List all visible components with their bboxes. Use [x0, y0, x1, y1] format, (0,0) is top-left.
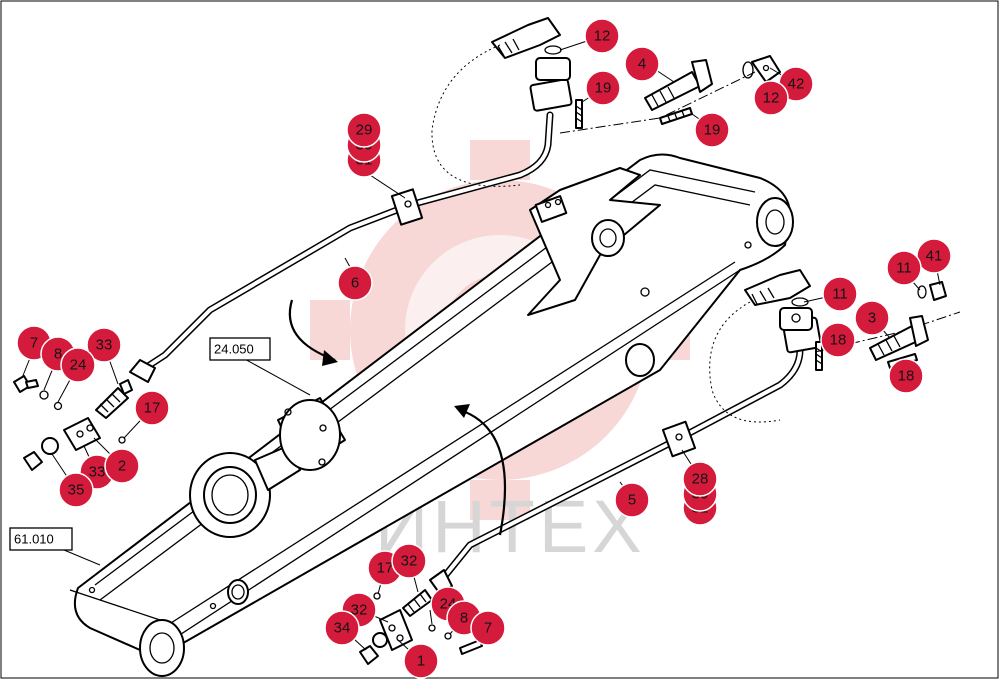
- callout-24: 24: [60, 347, 96, 383]
- svg-text:18: 18: [830, 332, 847, 349]
- callout-11: 11: [822, 276, 858, 312]
- callout-layer: 12 4 42 12 19 19 31 30 29 6 11 41 11 3 1…: [16, 18, 952, 679]
- callout-33: 33: [86, 327, 122, 363]
- svg-text:17: 17: [144, 400, 161, 417]
- svg-text:11: 11: [832, 286, 848, 303]
- callout-2: 2: [104, 448, 140, 484]
- callout-7-lower: 7: [470, 610, 506, 646]
- arm-cylinder-bracket: [527, 167, 661, 316]
- svg-text:7: 7: [484, 620, 492, 637]
- callout-11-right: 11: [886, 250, 922, 286]
- callout-19-right: 19: [694, 112, 730, 148]
- svg-text:8: 8: [54, 346, 62, 363]
- pipe-5: [429, 269, 823, 595]
- callout-41: 41: [916, 238, 952, 274]
- callout-3: 3: [854, 300, 890, 336]
- axis-line-bottom: [814, 311, 961, 353]
- callout-18: 18: [820, 322, 856, 358]
- svg-text:18: 18: [898, 368, 915, 385]
- callout-29: 29: [346, 112, 382, 148]
- svg-text:4: 4: [638, 56, 646, 73]
- callout-1: 1: [403, 643, 439, 679]
- callout-6: 6: [337, 265, 373, 301]
- svg-text:35: 35: [68, 482, 85, 499]
- svg-text:6: 6: [351, 275, 359, 292]
- callout-17: 17: [134, 390, 170, 426]
- callout-28: 28: [682, 461, 718, 497]
- callout-12-right: 12: [753, 80, 789, 116]
- svg-text:8: 8: [460, 610, 468, 627]
- svg-text:32: 32: [401, 553, 418, 570]
- pipe-6: [129, 17, 583, 383]
- direction-arrows: [288, 299, 507, 536]
- svg-text:7: 7: [30, 335, 38, 352]
- svg-text:3: 3: [868, 310, 876, 327]
- svg-text:33: 33: [96, 337, 113, 354]
- svg-text:2: 2: [118, 458, 126, 475]
- axis-line-top: [559, 71, 756, 134]
- callout-35: 35: [58, 472, 94, 508]
- reference-label-24050: 24.050: [214, 342, 254, 357]
- svg-text:1: 1: [417, 653, 425, 670]
- boom-cylinder-rod-end: [189, 397, 346, 538]
- callout-5: 5: [614, 482, 650, 518]
- svg-text:5: 5: [628, 492, 636, 509]
- svg-text:24: 24: [70, 357, 87, 374]
- reference-label-61010: 61.010: [14, 532, 54, 547]
- reference-24050: 24.050: [209, 337, 271, 361]
- left-fitting-group: [13, 375, 133, 471]
- svg-text:11: 11: [896, 260, 912, 277]
- callout-12: 12: [584, 18, 620, 54]
- svg-text:12: 12: [763, 90, 780, 107]
- svg-text:42: 42: [788, 76, 805, 93]
- svg-text:33: 33: [89, 464, 106, 481]
- svg-text:17: 17: [377, 560, 394, 577]
- svg-text:12: 12: [594, 28, 611, 45]
- svg-text:28: 28: [692, 471, 709, 488]
- callout-32: 32: [391, 543, 427, 579]
- svg-text:32: 32: [351, 602, 368, 619]
- callout-4: 4: [624, 46, 660, 82]
- svg-text:41: 41: [926, 248, 943, 265]
- svg-text:19: 19: [704, 122, 721, 139]
- callout-18-right: 18: [888, 358, 924, 394]
- svg-text:29: 29: [356, 122, 373, 139]
- callout-34: 34: [324, 610, 360, 646]
- dashed-line-bottom: [709, 301, 781, 423]
- svg-text:34: 34: [334, 620, 351, 637]
- svg-text:19: 19: [595, 80, 612, 97]
- callout-19: 19: [585, 70, 621, 106]
- reference-61010: 61.010: [9, 527, 73, 551]
